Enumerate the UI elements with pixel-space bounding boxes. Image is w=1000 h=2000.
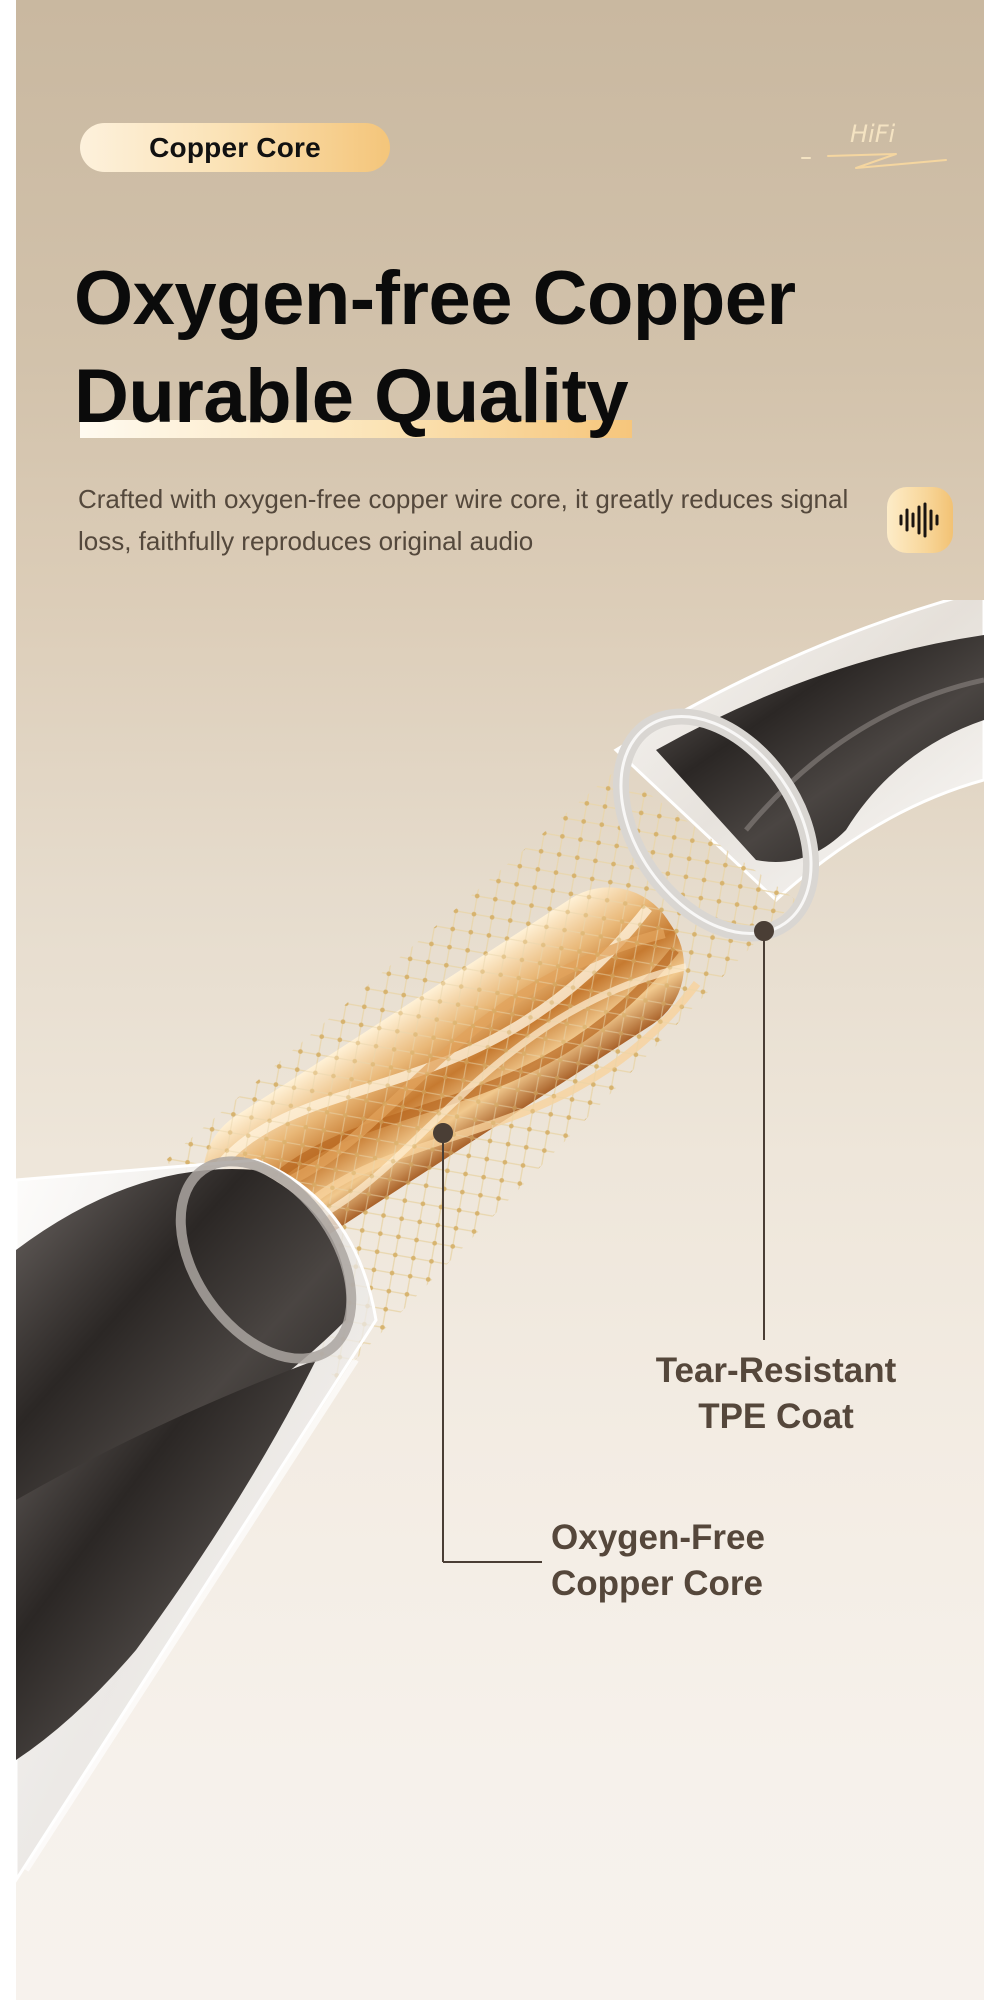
copper-core-badge: Copper Core — [80, 123, 390, 172]
headline-line-2: Durable Quality — [74, 348, 633, 446]
headline-line-1: Oxygen-free Copper — [74, 256, 796, 341]
page-headline: Oxygen-free Copper Durable Quality — [74, 250, 796, 446]
badge-label: Copper Core — [149, 131, 321, 163]
tpe-coat-upper-segment — [613, 600, 984, 903]
hifi-signature-logo: HiFi — [801, 120, 947, 169]
sound-wave-icon — [899, 502, 939, 538]
callout-leader-tpe — [754, 921, 774, 1340]
callout-leader-core — [433, 1123, 542, 1563]
callout-tpe-coat: Tear-Resistant TPE Coat — [655, 1351, 897, 1436]
svg-text:HiFi: HiFi — [850, 120, 896, 148]
product-feature-panel: Copper Core HiFi Oxygen-free Copper Dura… — [16, 0, 984, 2000]
cable-cross-section-illustration — [16, 600, 984, 1883]
tpe-coat-lower-segment — [16, 1156, 378, 1883]
product-description: Crafted with oxygen-free copper wire cor… — [78, 484, 849, 556]
audio-wave-button[interactable] — [887, 487, 953, 553]
callout-copper-core: Oxygen-Free Copper Core — [551, 1518, 765, 1603]
